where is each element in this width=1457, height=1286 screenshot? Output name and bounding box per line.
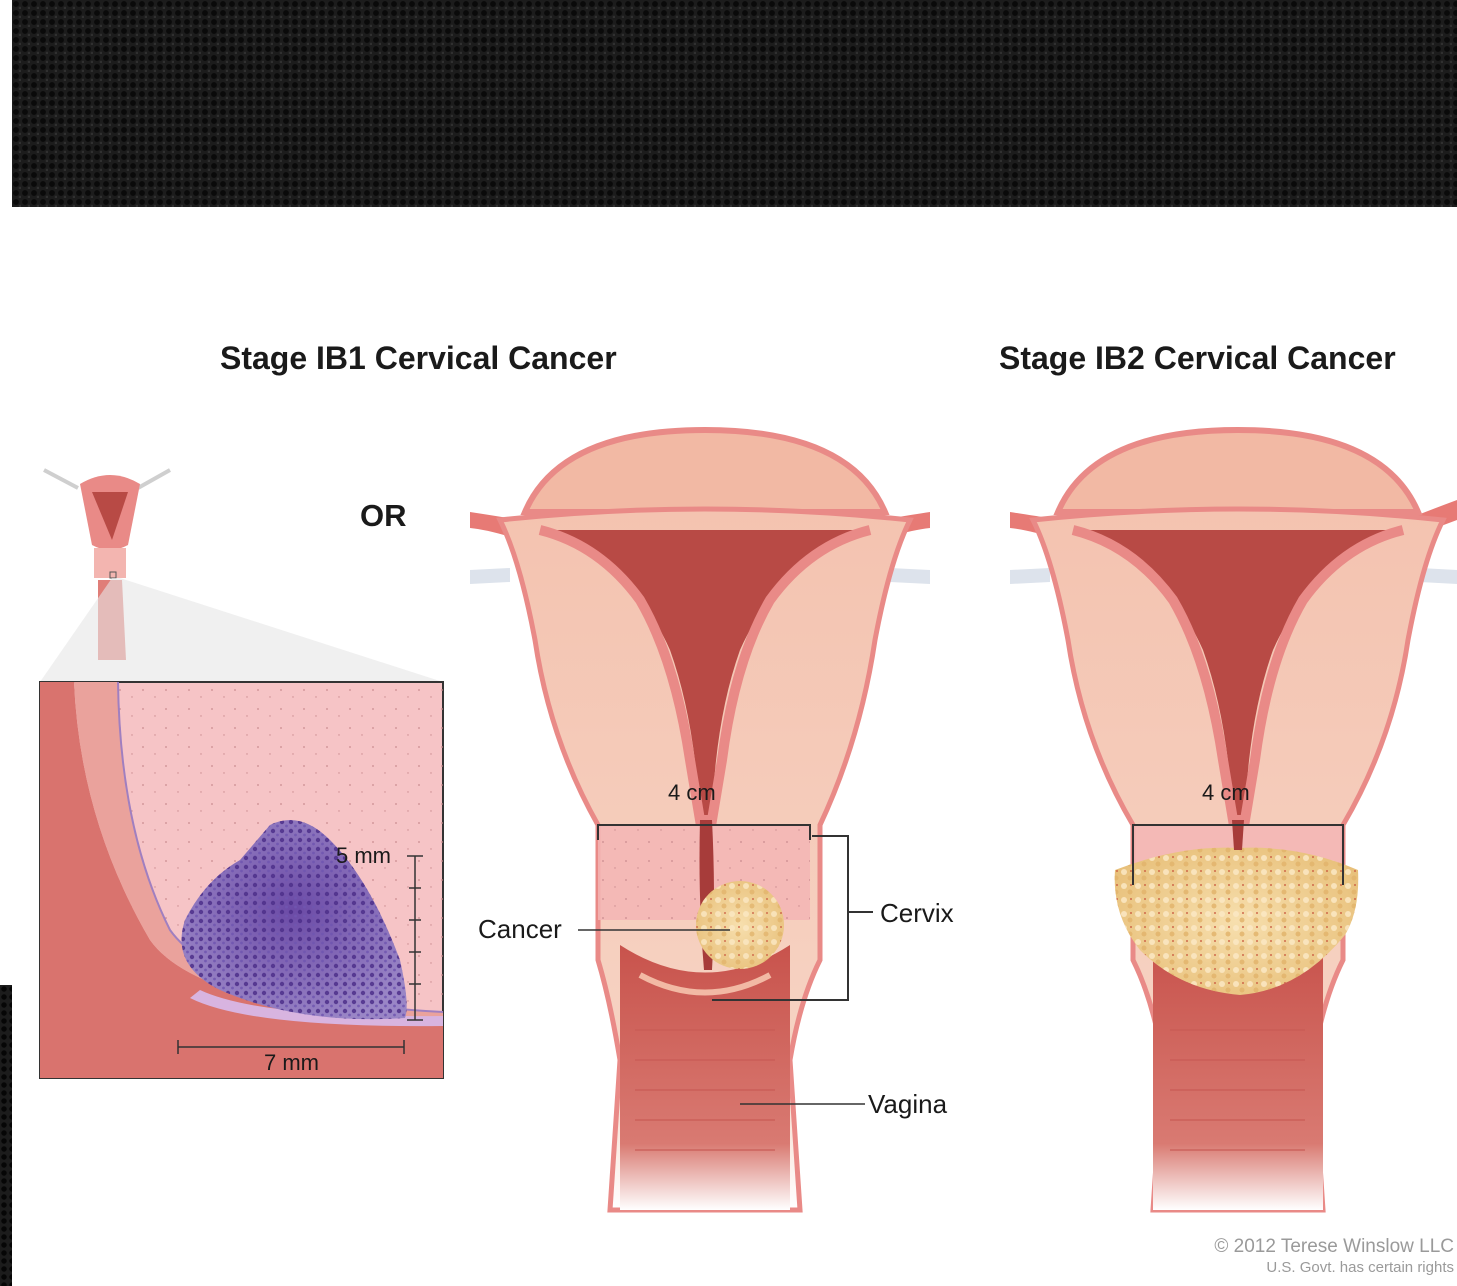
cancer-label: Cancer: [478, 914, 562, 944]
vagina-label: Vagina: [868, 1089, 948, 1119]
copyright-notice: © 2012 Terese Winslow LLC U.S. Govt. has…: [1214, 1236, 1454, 1278]
microscopic-inset: 5 mm 7 mm: [40, 682, 443, 1078]
depth-label: 5 mm: [336, 843, 391, 868]
copyright-line-2: U.S. Govt. has certain rights: [1214, 1257, 1454, 1278]
overview-uterus-icon: [40, 470, 443, 682]
cervix-label: Cervix: [880, 898, 954, 928]
copyright-line-1: © 2012 Terese Winslow LLC: [1214, 1236, 1454, 1257]
width-label: 7 mm: [264, 1050, 319, 1075]
ib1-size-label: 4 cm: [668, 780, 716, 805]
uterus-ib1: [470, 430, 930, 1210]
ib2-size-label: 4 cm: [1202, 780, 1250, 805]
uterus-ib2: [1010, 430, 1457, 1210]
